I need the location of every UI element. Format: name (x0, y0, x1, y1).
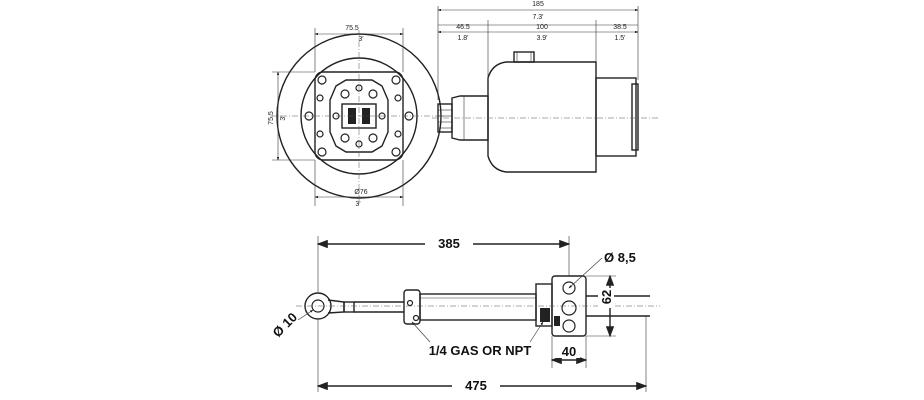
side-seg1-in: 1.8' (457, 35, 468, 42)
width-40: 40 (562, 344, 576, 359)
front-view-dimensions: 75.5 3' 75.5 3' Ø76 3' (268, 25, 404, 208)
side-overall-mm: 185 (532, 1, 544, 8)
front-width-mm: 75.5 (345, 25, 359, 32)
side-seg2-in: 3.9' (536, 35, 547, 42)
side-seg3-in: 1.5' (614, 35, 625, 42)
front-height-in: 3' (280, 115, 287, 120)
side-overall-in: 7.3' (532, 14, 543, 21)
side-seg3-mm: 38.5 (613, 24, 627, 31)
front-diameter: Ø76 (354, 189, 367, 196)
front-width-in: 3' (358, 36, 363, 43)
front-diameter-in: 3' (355, 201, 360, 208)
side-view-dimensions: 185 7.3' 46.5 100 38.5 1.8' 3.9' 1.5' (437, 1, 639, 100)
height-62: 62 (599, 290, 614, 304)
rod-eye-diameter: Ø 10 (270, 310, 301, 341)
cylinder-dimensions: 385 Ø 8,5 62 40 Ø 10 1/4 GAS OR NPT 475 (270, 232, 648, 394)
front-height-mm: 75.5 (268, 111, 275, 125)
side-seg1-mm: 46.5 (456, 24, 470, 31)
pump-side-view (432, 51, 660, 173)
length-475: 475 (465, 378, 487, 393)
port-label: 1/4 GAS OR NPT (429, 343, 532, 358)
hole-diameter: Ø 8,5 (604, 250, 636, 265)
pump-front-view (270, 30, 445, 205)
side-seg2-mm: 100 (536, 24, 548, 31)
length-385: 385 (438, 236, 460, 251)
